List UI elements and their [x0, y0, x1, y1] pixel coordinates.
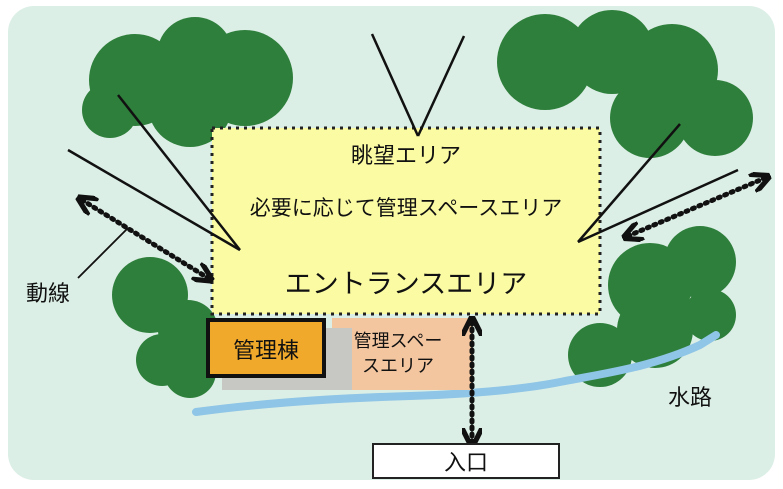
waterway-line: [192, 331, 720, 416]
management-space-label-1: 管理スペー: [354, 331, 443, 352]
entrance-area-label: エントランスエリア: [285, 269, 527, 300]
flow-line-leader: [77, 227, 129, 279]
entrance-view-zone: [210, 126, 602, 316]
tree-cluster-left: [112, 257, 218, 398]
waterway-label: 水路: [668, 386, 712, 411]
tree-cluster-top-left: [82, 17, 293, 147]
management-space-area: [332, 318, 472, 390]
management-building-label: 管理棟: [233, 339, 299, 364]
view-area-label: 眺望エリア: [351, 144, 461, 169]
entrance-box: [372, 443, 560, 479]
management-space-label-2: スエリア: [362, 356, 434, 377]
entrance-label: 入口: [444, 451, 488, 476]
optional-management-label: 必要に応じて管理スペースエリア: [250, 196, 562, 220]
flow-line-label: 動線: [26, 282, 70, 307]
management-building: [206, 318, 326, 378]
flow-arrows: [82, 178, 765, 442]
tree-cluster-right: [568, 226, 736, 387]
tree-cluster-top-right: [497, 10, 753, 158]
